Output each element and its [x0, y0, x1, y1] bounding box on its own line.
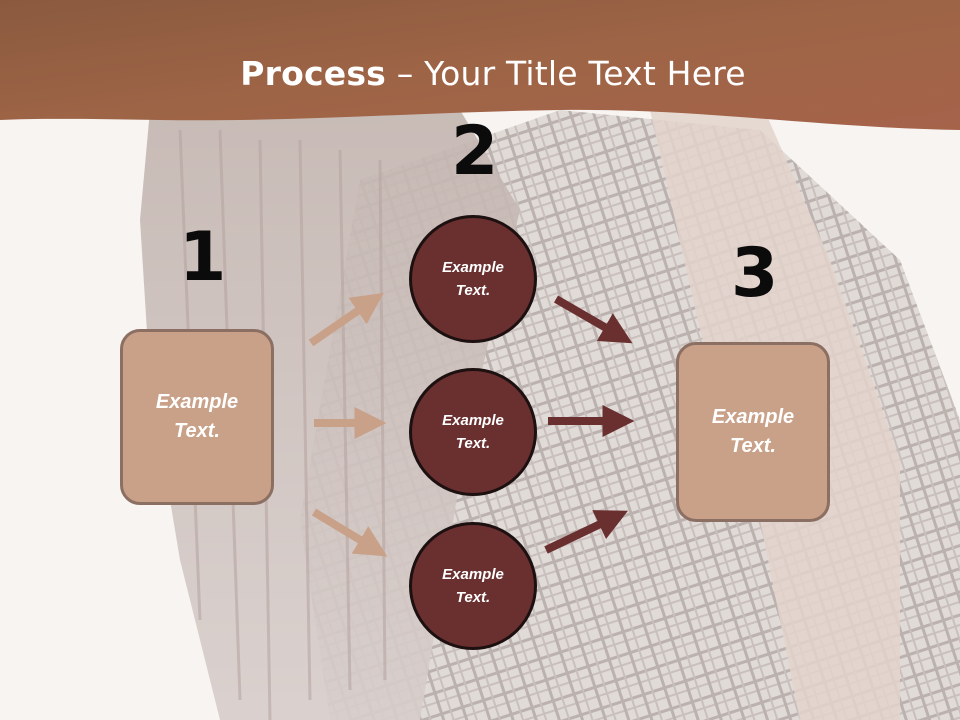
step-number-2: 2 [451, 112, 499, 191]
arrow-left-to-bottom [311, 508, 388, 557]
arrow-bottom-to-right [544, 510, 628, 554]
slide-title: Process – Your Title Text Here [0, 54, 960, 93]
header-band [0, 0, 960, 130]
step-number-3: 3 [731, 234, 779, 313]
arrow-top-to-right [553, 295, 633, 344]
step-number-1: 1 [179, 218, 227, 297]
title-rest: – Your Title Text Here [386, 54, 746, 93]
arrow-left-to-top [308, 292, 384, 347]
title-bold: Process [240, 54, 387, 93]
